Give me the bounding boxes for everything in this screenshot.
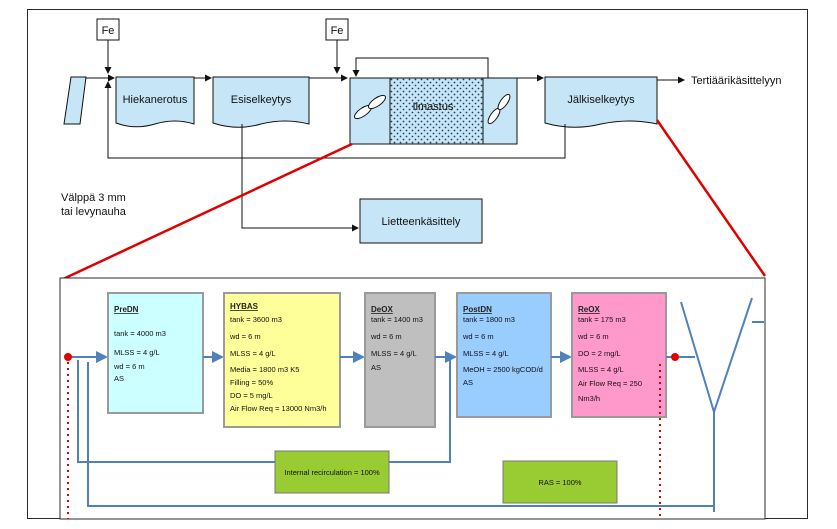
deox-line-3: AS [371, 363, 381, 372]
fe-label-right: Fe [331, 25, 344, 37]
hybas-line-0: tank = 3600 m3 [230, 315, 282, 324]
reox-line-0: tank = 175 m3 [578, 315, 626, 324]
sludge-line [241, 124, 359, 232]
jalkiselkeytys-box [544, 76, 658, 128]
hybas-line-6: Air Flow Req = 13000 Nm3/h [230, 404, 327, 413]
deox-title: DeOX [371, 305, 393, 314]
ilmastus-left-tank [349, 77, 391, 145]
internal-recirculation-line [77, 357, 451, 463]
reox-line-4: Air Flow Req = 250 [578, 379, 642, 388]
reox-line-5: Nm3/h [578, 394, 600, 403]
deox-line-1: wd = 6 m [370, 332, 402, 341]
deox-line-2: MLSS = 4 g/L [371, 349, 417, 358]
reox-title: ReOX [578, 305, 600, 314]
ras-label: RAS = 100% [538, 478, 581, 487]
mixer-right-icon [487, 93, 511, 125]
lietteenkasittely-box [359, 198, 483, 244]
outlet-dot [671, 353, 679, 361]
reox-line-2: DO = 2 mg/L [578, 349, 621, 358]
preon-title: PreDN [114, 305, 139, 314]
preon-line-0: tank = 4000 m3 [114, 329, 166, 338]
reox-box [571, 292, 667, 418]
tertiaari-label: Tertiäärikäsittelyyn [691, 75, 781, 87]
postdn-title: PostDN [463, 305, 492, 314]
hybas-line-3: Media = 1800 m3 K5 [230, 365, 299, 374]
return-sludge-line [104, 81, 566, 159]
hybas-line-2: MLSS = 4 g/L [230, 349, 276, 358]
reox-line-3: MLSS = 4 g/L [578, 365, 624, 374]
valppa-label-1: Välppä 3 mm [61, 192, 126, 204]
reox-line-1: wd = 6 m [577, 332, 609, 341]
postdn-line-3: MeOH = 2500 kgCOD/d [463, 365, 543, 374]
lietteenkasittely-label: Lietteenkäsittely [382, 216, 461, 228]
ras-box [502, 460, 618, 504]
ilmastus-internal-loop [352, 57, 489, 78]
ras-line [87, 362, 714, 507]
inlet-dot [64, 353, 72, 361]
mixer-left-icon [353, 94, 387, 120]
postdn-line-1: wd = 6 m [462, 332, 494, 341]
fe-label-left: Fe [102, 25, 115, 37]
postdn-line-2: MLSS = 4 g/L [463, 349, 509, 358]
esiselkeytys-box [212, 76, 310, 128]
clarifier-shape [680, 297, 764, 512]
hybas-box [223, 292, 341, 428]
ilmastus-label: Ilmastus [413, 101, 454, 113]
postdn-line-0: tank = 1800 m3 [463, 315, 515, 324]
esiselkeytys-label: Esiselkeytys [231, 94, 292, 106]
preon-line-1: MLSS = 4 g/L [114, 348, 160, 357]
ilmastus-middle [389, 77, 484, 145]
preon-line-3: AS [114, 374, 124, 383]
ilmastus-right-tank [482, 77, 518, 145]
hiekanerotus-label: Hiekanerotus [123, 94, 188, 106]
deox-line-0: tank = 1400 m3 [371, 315, 423, 324]
hybas-title: HYBAS [230, 302, 259, 311]
zoom-line-left [60, 142, 353, 282]
valppa-label-2: tai levynauha [61, 206, 127, 218]
hybas-line-5: DO = 5 mg/L [230, 391, 273, 400]
valppa-shape [63, 76, 87, 125]
postdn-box [456, 292, 552, 418]
zoom-line-right [655, 119, 767, 277]
hybas-line-1: wd = 6 m [229, 332, 261, 341]
preon-line-2: wd = 6 m [113, 362, 145, 371]
jalkiselkeytys-label: Jälkiselkeytys [567, 94, 635, 106]
internal-recirculation-box [274, 450, 390, 494]
hybas-line-4: Filling = 50% [230, 378, 273, 387]
postdn-line-4: AS [463, 378, 473, 387]
hiekanerotus-box [115, 76, 195, 128]
preon-box [107, 292, 204, 414]
deox-box [364, 292, 436, 428]
internal-recirculation-label: Internal recirculation = 100% [284, 468, 380, 477]
